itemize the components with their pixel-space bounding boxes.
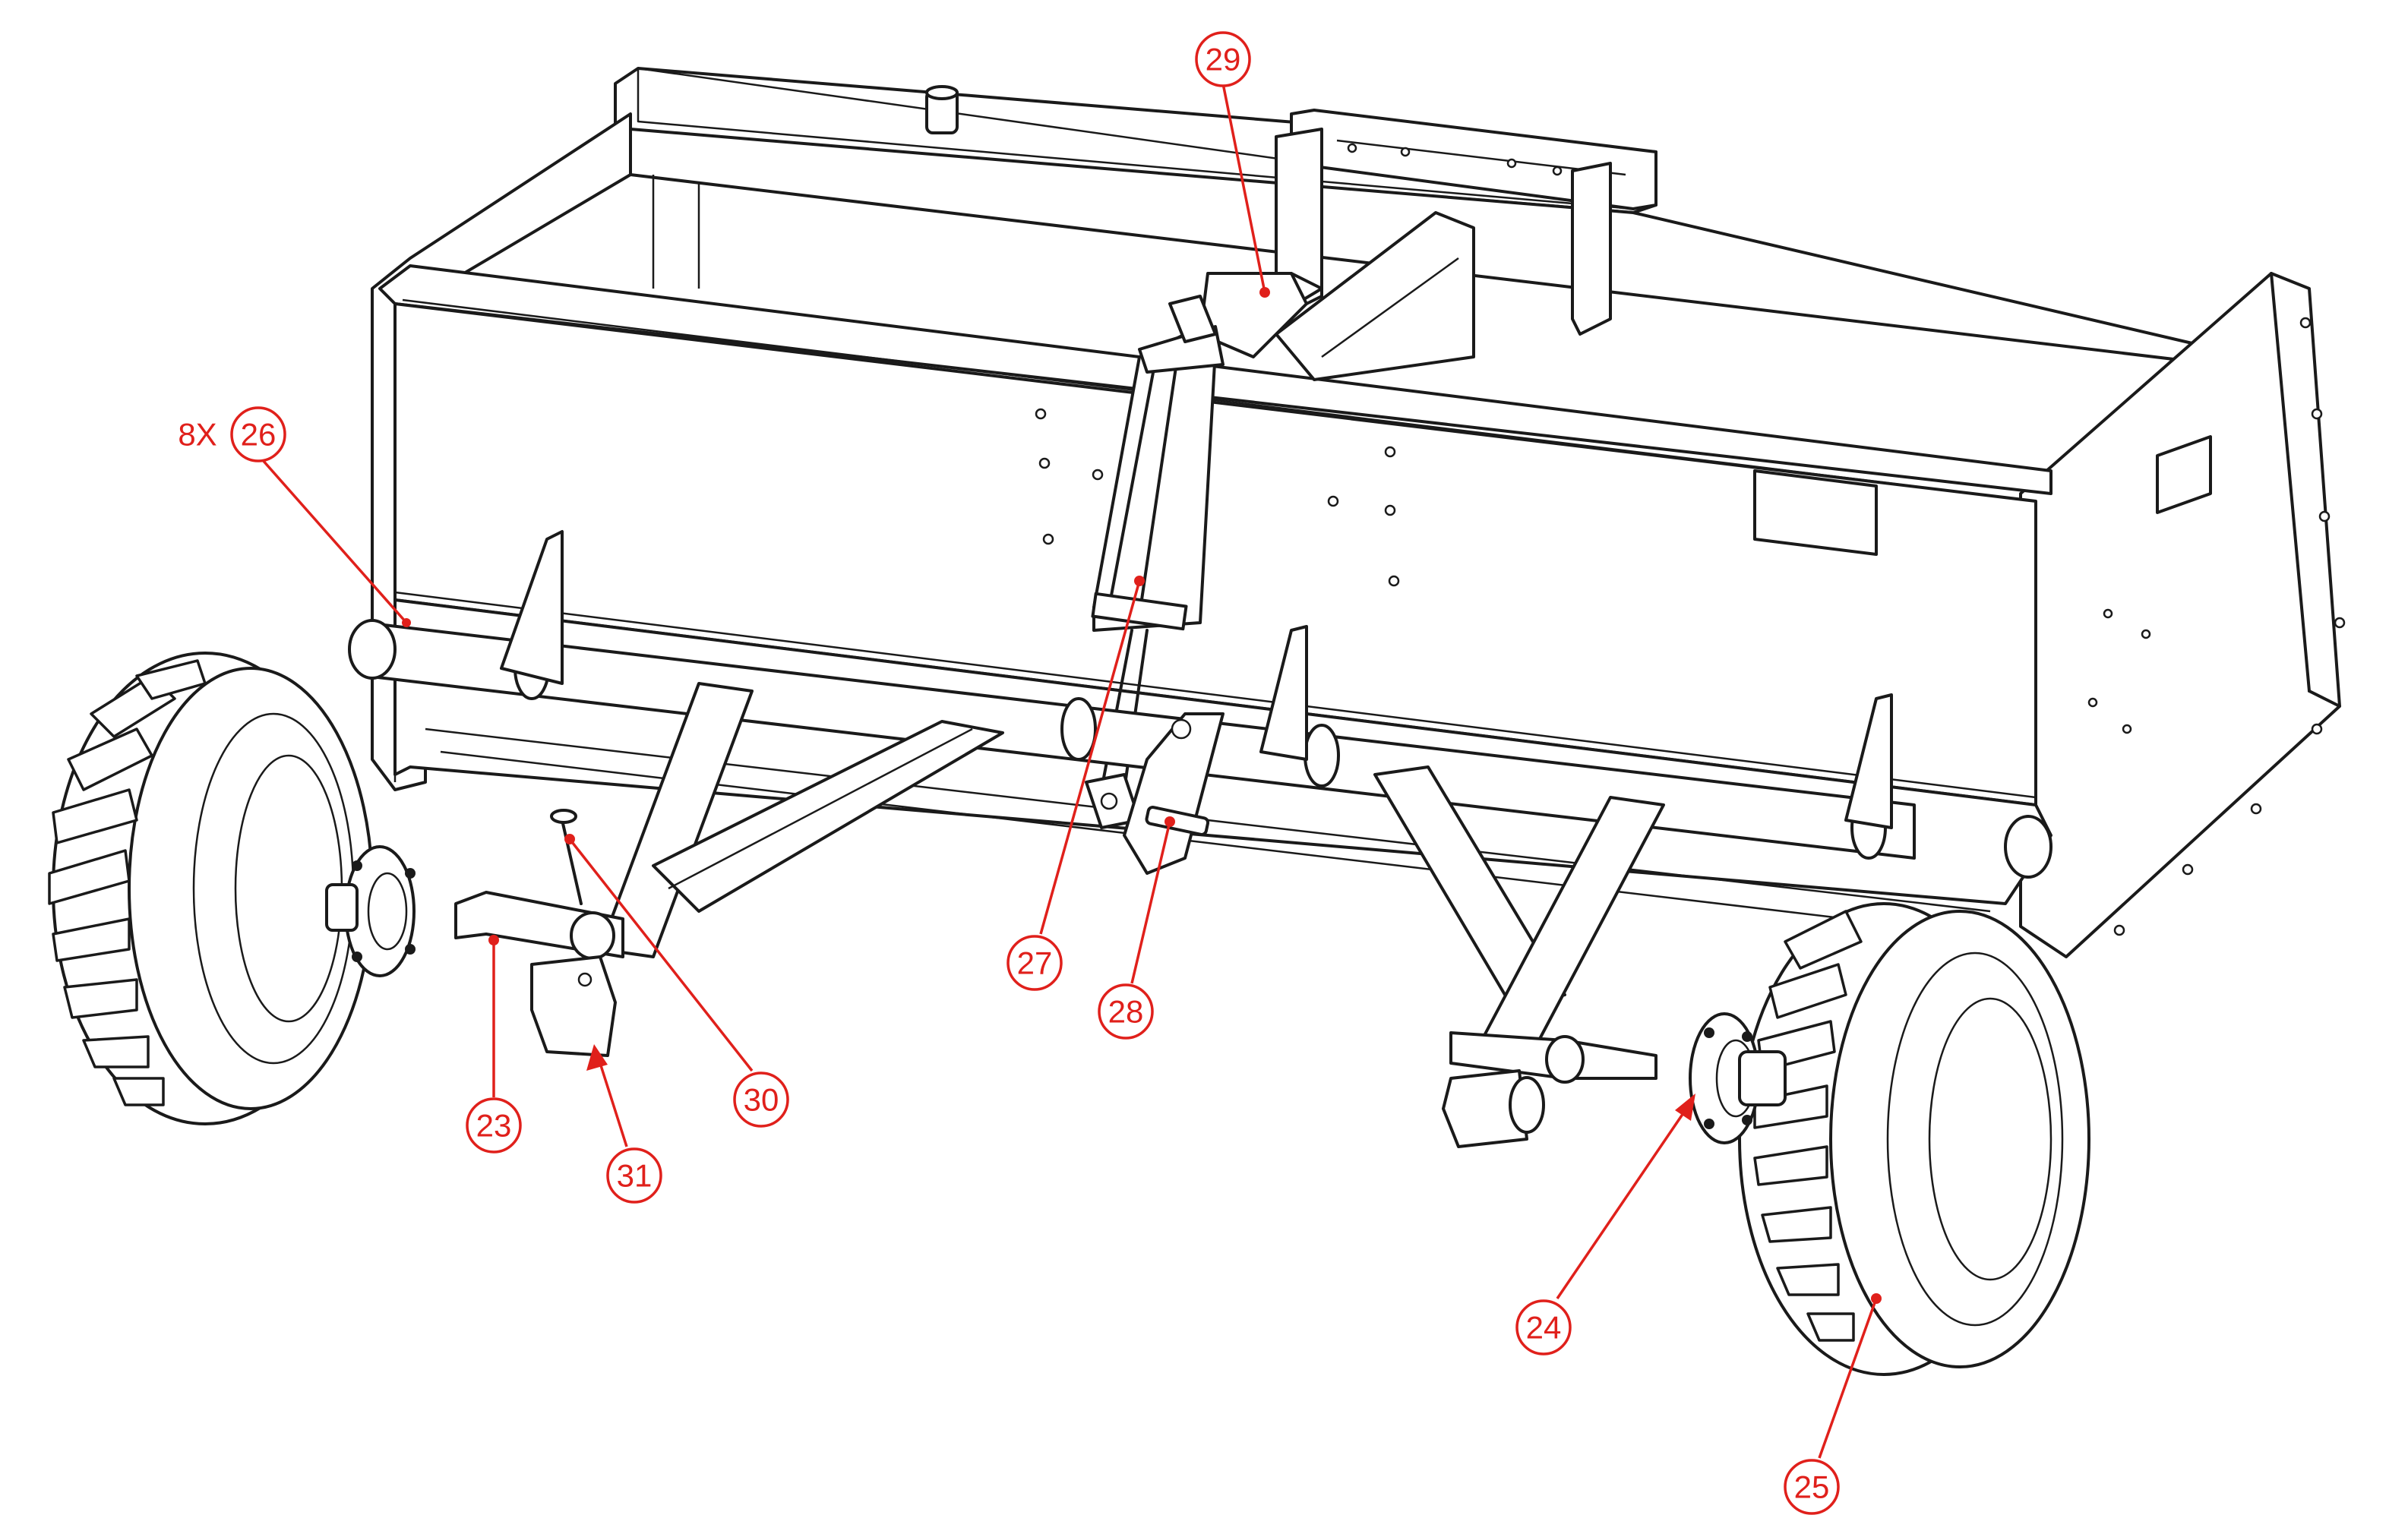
callout-23-label: 23 <box>476 1108 512 1144</box>
leader-28 <box>1130 821 1171 984</box>
hitch-frame <box>925 85 1657 381</box>
leader-26 <box>261 458 408 624</box>
right-arm <box>1373 765 1665 1148</box>
leader-24 <box>1556 1108 1688 1299</box>
left-wheel <box>48 652 416 1125</box>
callout-27 <box>1006 935 1063 991</box>
callouts: 29 8X 26 27 28 30 23 31 <box>178 31 1882 1515</box>
main-axle <box>348 530 2052 879</box>
callout-31 <box>606 1147 662 1204</box>
callout-24-label: 24 <box>1526 1310 1562 1346</box>
callout-25-label: 25 <box>1794 1469 1830 1505</box>
callout-27-label: 27 <box>1017 945 1053 981</box>
callout-28-label: 28 <box>1108 994 1144 1030</box>
callout-26 <box>230 406 286 462</box>
leader-29 <box>1221 83 1266 293</box>
callout-31-label: 31 <box>617 1158 653 1194</box>
callout-26-label: 26 <box>241 417 277 453</box>
callout-26-prefix: 8X <box>178 417 216 453</box>
callout-24 <box>1515 1299 1572 1356</box>
callout-30 <box>733 1071 789 1128</box>
leader-27 <box>1039 580 1141 935</box>
callout-25 <box>1784 1459 1840 1515</box>
callout-28 <box>1098 983 1154 1040</box>
callout-23 <box>466 1097 522 1154</box>
callout-29 <box>1195 31 1251 87</box>
right-wheel <box>1689 902 2090 1376</box>
callout-29-label: 29 <box>1206 42 1241 77</box>
leader-30 <box>568 838 754 1072</box>
left-arm <box>454 682 1004 1057</box>
leader-25 <box>1818 1298 1878 1459</box>
callout-30-label: 30 <box>744 1082 779 1118</box>
leader-31 <box>599 1062 628 1147</box>
